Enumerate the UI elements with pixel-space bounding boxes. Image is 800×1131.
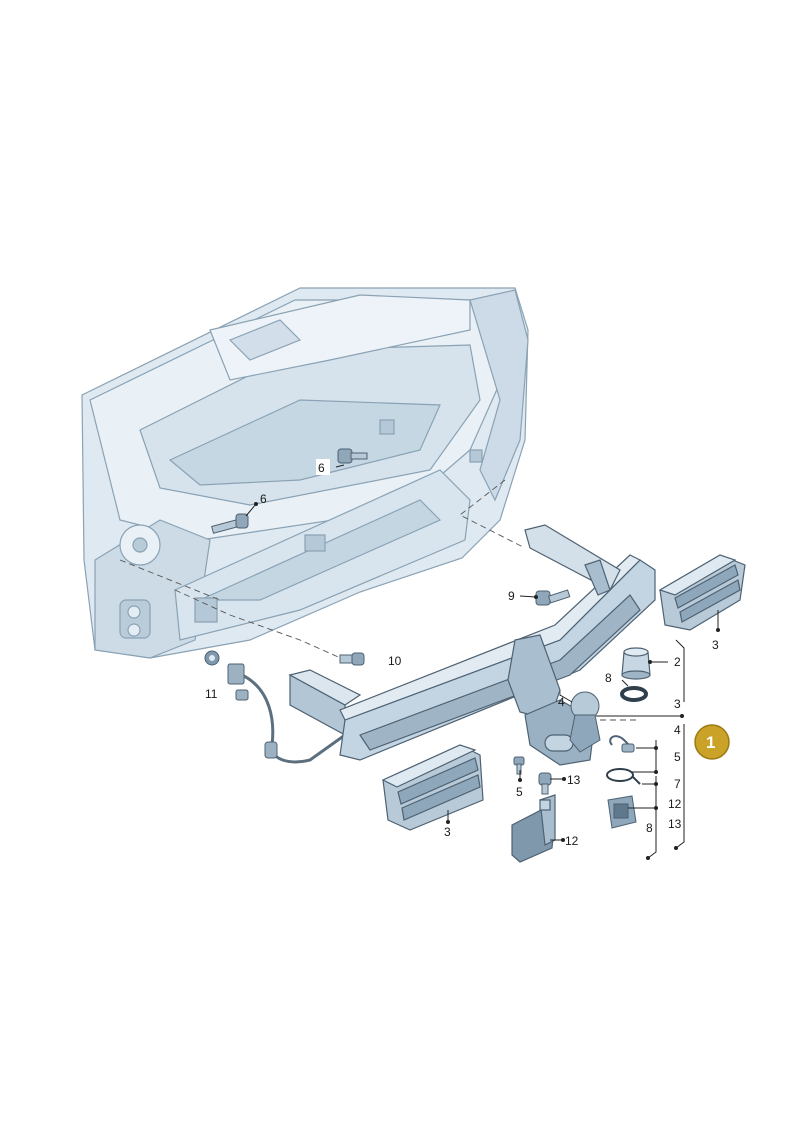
callout-4-ball: 4 (558, 695, 565, 709)
bumper-bracket-3-right (658, 554, 746, 631)
callout-12: 12 (565, 834, 579, 848)
clip-part-5 (609, 735, 635, 753)
ball-head-4 (569, 691, 601, 753)
bolt-6-lower (211, 513, 249, 534)
badge-label: 1 (706, 733, 715, 752)
callout-3-left: 3 (444, 825, 451, 839)
mounting-plate-12 (511, 794, 556, 863)
callout-9: 9 (508, 589, 515, 603)
cable-tie-7 (606, 768, 641, 785)
callout-bg (316, 459, 330, 475)
callout-8-ring: 8 (605, 671, 612, 685)
bolt-9 (535, 589, 571, 606)
callout-2: 2 (674, 655, 681, 669)
bolt-10 (339, 652, 365, 666)
bolt-6-upper (337, 448, 368, 464)
bolt-13 (538, 772, 552, 795)
callout-5-screw: 5 (516, 785, 523, 799)
legend-item: 4 (674, 723, 681, 737)
parts-bag-12-13 (607, 795, 637, 829)
vehicle-rear-body (81, 287, 529, 659)
wiring-harness-11 (204, 650, 346, 764)
assembly-badge-1: 1 (694, 724, 730, 760)
leader-dots (254, 502, 720, 860)
screw-5 (513, 756, 525, 775)
legend-item: 3 (674, 697, 681, 711)
callout-6-upper: 6 (318, 461, 325, 475)
legend-item: 13 (668, 817, 682, 831)
protective-cap-2 (621, 647, 651, 680)
callout-10: 10 (388, 654, 402, 668)
legend-item: 5 (674, 750, 681, 764)
callout-11: 11 (205, 687, 218, 701)
legend-item: 7 (674, 777, 681, 791)
legend-item: 12 (668, 797, 682, 811)
legend-item: 8 (646, 821, 653, 835)
ring-8 (620, 686, 648, 702)
bumper-bracket-3-left (381, 744, 484, 831)
callout-3-right: 3 (712, 638, 719, 652)
callout-6-lower: 6 (260, 492, 267, 506)
callout-13: 13 (567, 773, 581, 787)
